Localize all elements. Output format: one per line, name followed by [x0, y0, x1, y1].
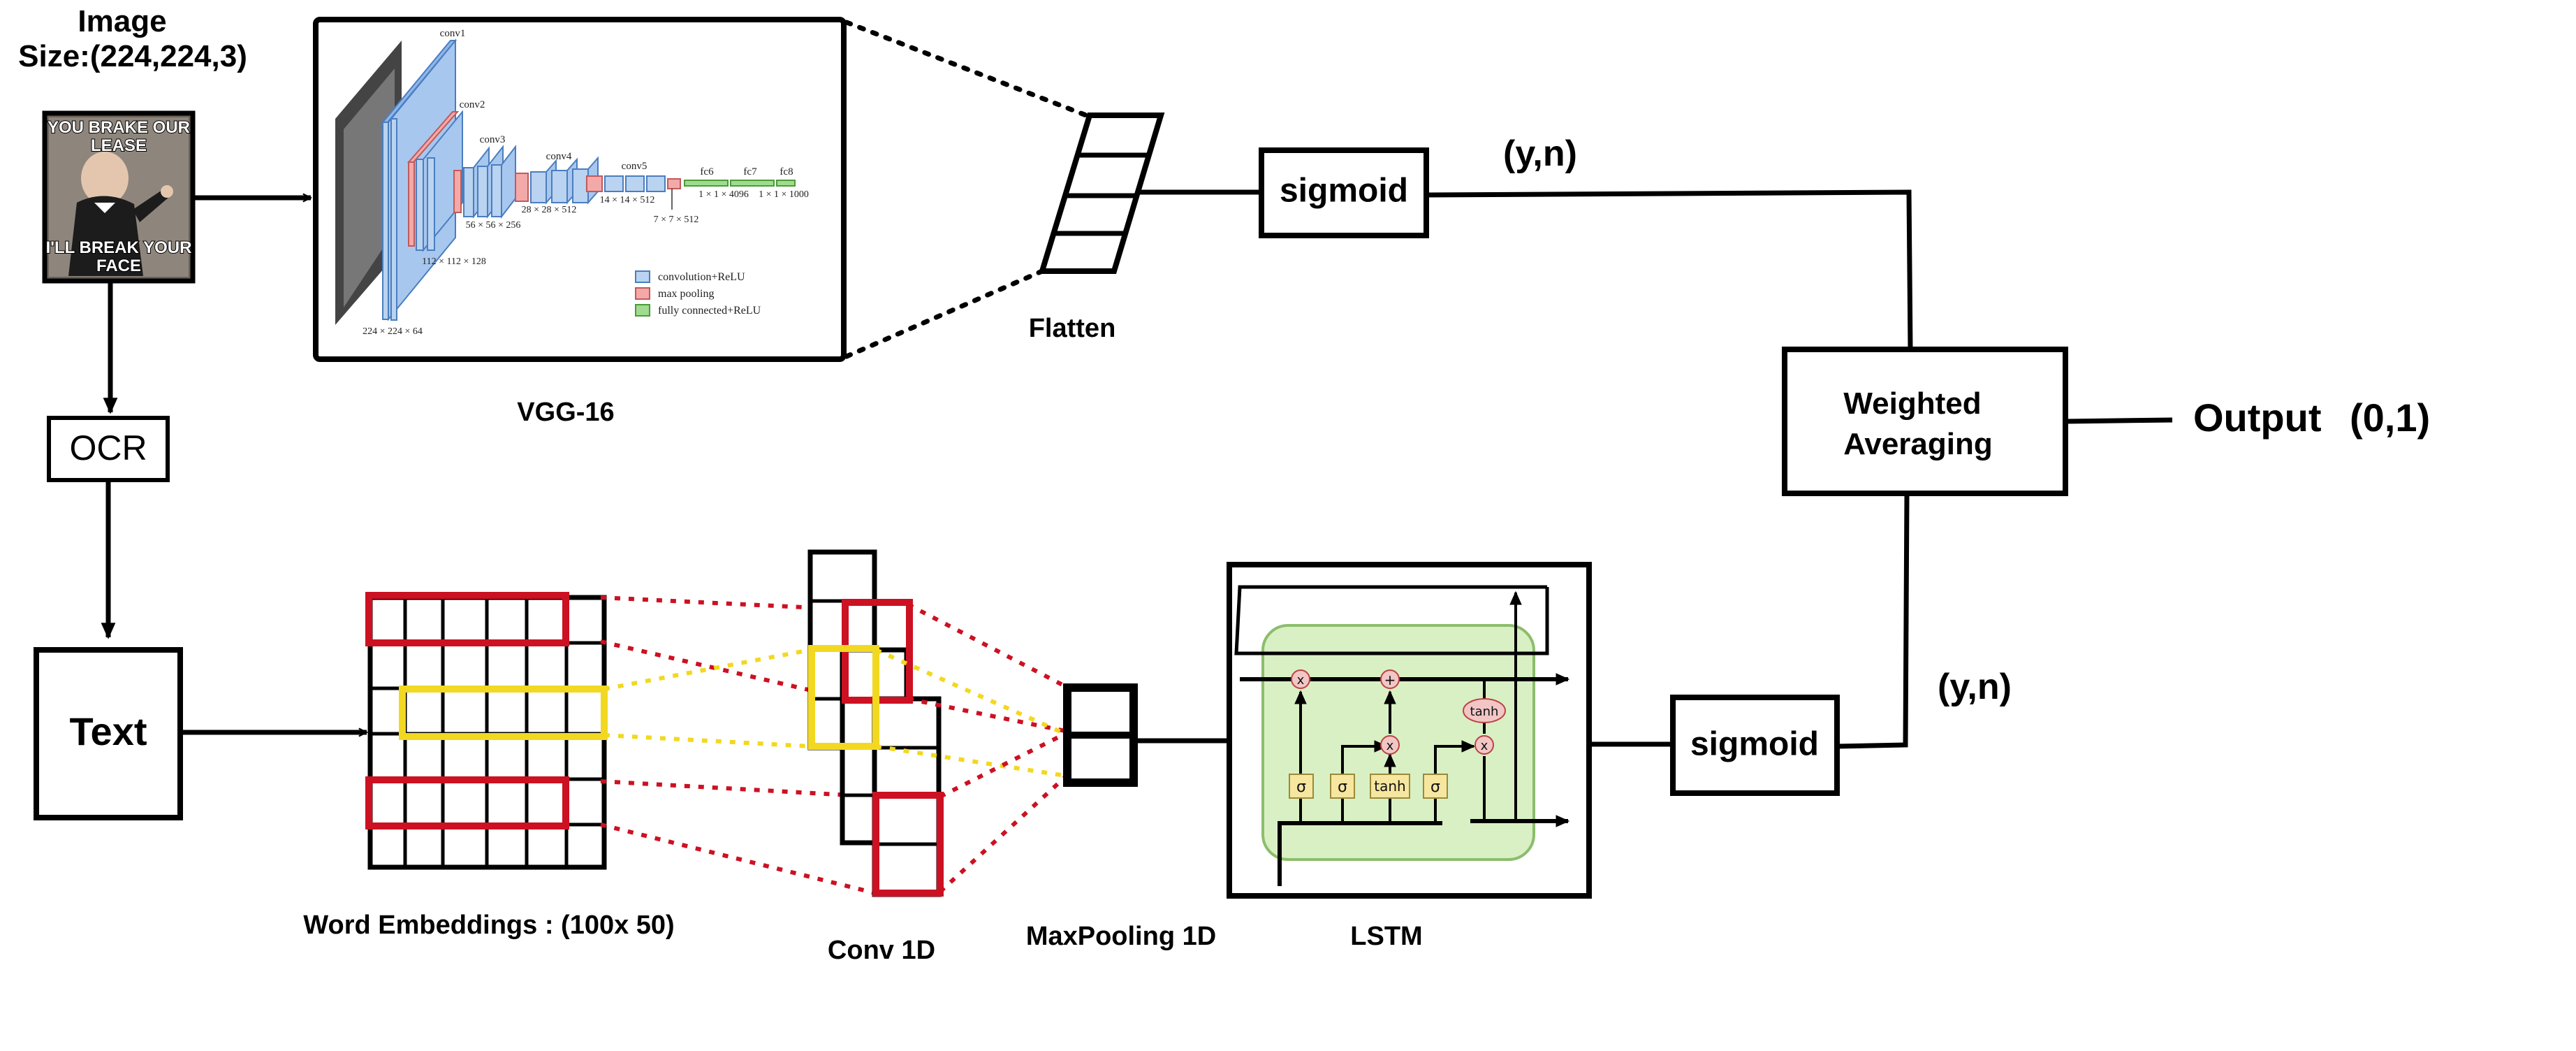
lstm-op-tanh: tanh [1470, 704, 1499, 719]
vgg-projection-bottom [844, 268, 1045, 359]
lstm-gate-candidate: tanh [1374, 778, 1405, 795]
vgg-layer-fc6: fc6 [700, 166, 714, 177]
sigmoid-bottom-block: sigmoid [1670, 695, 1840, 796]
lstm-caption: LSTM [1350, 922, 1422, 951]
line-sigmoid-top-to-weighted [1426, 189, 1913, 350]
weighted-label-line2: Averaging [1843, 427, 1993, 461]
vgg-layer-conv1: conv1 [440, 28, 466, 39]
embedding-to-conv-lines [600, 595, 876, 895]
vgg-legend: convolution+ReLU max pooling fully conne… [635, 270, 761, 317]
vgg-dim-4: 28 × 28 × 512 [522, 205, 577, 215]
lstm-gate-output: σ [1430, 778, 1440, 796]
vgg16-block: conv1 conv2 conv3 conv4 conv5 fc6 fc7 fc… [313, 17, 847, 427]
sigmoid-top-block: sigmoid [1259, 147, 1429, 238]
conv1d-caption: Conv 1D [828, 936, 935, 965]
embedding-highlight-red-top [365, 592, 569, 646]
legend-swatch-conv [635, 270, 650, 283]
legend-label-conv: convolution+ReLU [658, 271, 745, 283]
sigmoid-top-label: sigmoid [1280, 173, 1408, 210]
conv1d-block: Conv 1D [807, 549, 944, 965]
legend-label-fc: fully connected+ReLU [658, 305, 761, 317]
meme-bottom-line2: FACE [96, 256, 141, 275]
output-range: (0,1) [2350, 396, 2430, 440]
image-size-label: Size:(224,224,3) [18, 39, 247, 73]
vgg-dim-6: 7 × 7 × 512 [654, 215, 699, 225]
text-block: Text [34, 647, 183, 820]
weighted-label-line1: Weighted [1843, 386, 1981, 421]
lstm-op-forget: x [1297, 673, 1305, 688]
lstm-op-output: x [1481, 739, 1488, 753]
text-label: Text [70, 709, 147, 753]
line-weighted-to-output [2065, 417, 2173, 424]
image-input-group: Image Size:(224,224,3) YOU BRAKE OUR LEA… [18, 4, 247, 284]
vgg-dim-7: 1 × 1 × 4096 [698, 189, 749, 200]
vgg-layer-fc8: fc8 [780, 166, 793, 177]
maxpool-caption: MaxPooling 1D [1026, 922, 1216, 951]
yn-top-label: (y,n) [1503, 133, 1577, 174]
vgg-dim-2: 112 × 112 × 128 [422, 256, 486, 267]
yn-bottom-label: (y,n) [1938, 667, 2012, 707]
line-sigmoid-bottom-to-weighted [1836, 493, 1910, 749]
vgg-layer-conv2: conv2 [460, 99, 485, 110]
meme-top-line2: LEASE [91, 136, 147, 155]
legend-label-pool: max pooling [658, 288, 714, 300]
output-label: Output [2193, 396, 2321, 440]
vgg-dim-5: 14 × 14 × 512 [600, 195, 655, 205]
meme-image: YOU BRAKE OUR LEASE I'LL BREAK YOUR FACE [42, 110, 196, 284]
sigmoid-bottom-label: sigmoid [1690, 726, 1819, 763]
conv-filter-yellow [808, 645, 879, 750]
flatten-block: Flatten [1029, 113, 1165, 343]
maxpool-block: MaxPooling 1D [1026, 683, 1216, 951]
lstm-gate-input: σ [1338, 778, 1347, 796]
vgg-layer-conv3: conv3 [480, 134, 506, 145]
conv-filter-red-bottom [872, 792, 944, 897]
vgg-dim-8: 1 × 1 × 1000 [759, 189, 809, 200]
vgg-projection-top [844, 20, 1089, 118]
lstm-op-input: x [1386, 739, 1394, 753]
lstm-block: x + x x tanh σ σ tanh σ LSTM [1227, 562, 1592, 951]
ocr-block: OCR [47, 416, 170, 482]
embeddings-caption: Word Embeddings : (100x 50) [303, 911, 674, 940]
embedding-highlight-yellow [399, 686, 608, 740]
ocr-label: OCR [69, 428, 147, 467]
vgg-layer-conv5: conv5 [622, 161, 647, 172]
legend-swatch-pool [635, 287, 650, 300]
vgg-layer-fc7: fc7 [743, 166, 757, 177]
vgg16-caption: VGG-16 [517, 398, 614, 427]
conv-to-maxpool-lines [874, 602, 1067, 894]
vgg-layer-conv4: conv4 [546, 151, 572, 162]
meme-top-line1: YOU BRAKE OUR [47, 118, 190, 137]
vgg-dim-3: 56 × 56 × 256 [466, 220, 521, 231]
lstm-gate-forget: σ [1296, 778, 1306, 796]
image-label-line1: Image [78, 4, 166, 38]
vgg-dim-1: 224 × 224 × 64 [363, 326, 423, 337]
meme-bottom-line1: I'LL BREAK YOUR [46, 238, 192, 257]
legend-swatch-fc [635, 304, 650, 317]
flatten-label: Flatten [1029, 314, 1116, 343]
embedding-highlight-red-bottom [365, 776, 569, 829]
word-embeddings-grid: Word Embeddings : (100x 50) [303, 592, 675, 940]
weighted-averaging-block: Weighted Averaging [1782, 347, 2068, 496]
lstm-op-add: + [1384, 672, 1396, 688]
